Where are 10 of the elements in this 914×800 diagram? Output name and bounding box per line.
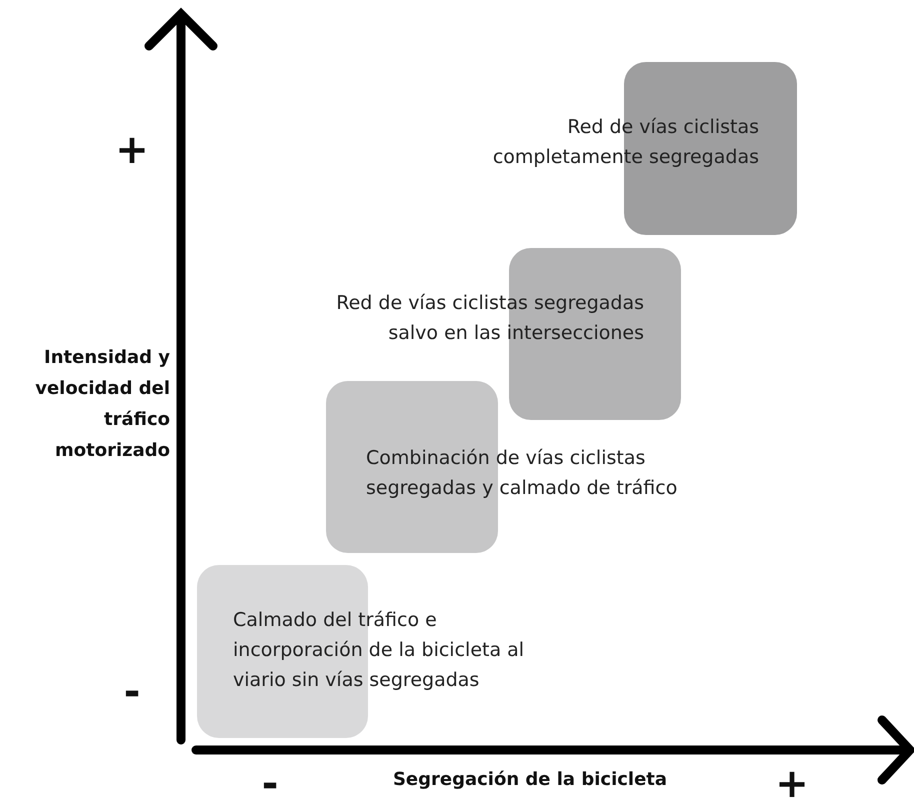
scale-sign: +	[114, 128, 150, 172]
scale-sign: +	[774, 762, 810, 800]
axis-title: Segregación de la bicicleta	[392, 770, 668, 790]
scale-sign: -	[260, 762, 280, 800]
box-label: Calmado del tráfico e incorporación de la bicicleta al viario sin vías segregadas	[233, 608, 526, 693]
box-label: Combinación de vías ciclistas segregadas y calmado de tráfico	[366, 446, 678, 501]
scale-sign: -	[122, 670, 142, 714]
box-label: Red de vías ciclistas completamente segregadas	[492, 115, 759, 170]
box-label: Red de vías ciclistas segregadas salvo en las intersecciones	[335, 291, 644, 346]
axis-title: Intensidad y velocidad del tráfico motorizado	[34, 346, 170, 463]
